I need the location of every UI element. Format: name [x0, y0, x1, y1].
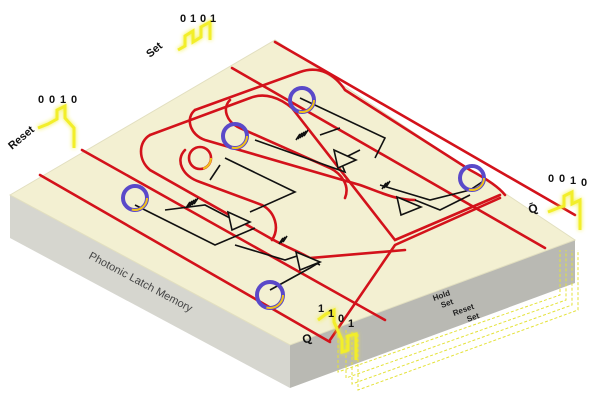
q-bits: 1 1 0 1 [318, 303, 354, 330]
q-bar-bit-2: 0 [559, 173, 565, 185]
q-bit-4: 1 [348, 318, 354, 330]
waveguide-loop-upper-2 [224, 98, 348, 200]
q-bar-label: Q̄ [526, 200, 540, 216]
q-waveform [317, 307, 358, 360]
timeline-leaders [337, 250, 579, 391]
amplifier-2 [294, 250, 323, 272]
set-bits: 0 1 0 1 [180, 13, 216, 25]
reset-bit-3: 1 [60, 94, 66, 106]
amplifier-1 [226, 210, 252, 232]
detector-3 [295, 129, 309, 141]
ring-resonator-6 [458, 164, 486, 192]
set-waveform [177, 19, 212, 52]
waveguide-diag-3 [328, 196, 502, 342]
wire-right [379, 179, 486, 201]
timeline-label-2: Set [440, 297, 455, 310]
ring-resonator-1 [121, 184, 149, 212]
waveguide-bus-3 [230, 66, 547, 250]
wire-q-bar [414, 194, 471, 211]
waveguide-bus-2 [80, 148, 387, 322]
waveguide-diag-1 [193, 68, 507, 197]
ring-resonators [121, 86, 486, 310]
amplifiers [226, 148, 424, 272]
reset-waveform [37, 103, 76, 148]
detector-4 [381, 180, 391, 190]
waveguide-loop-lower-2 [179, 148, 278, 242]
reset-label: Reset [6, 124, 37, 153]
ring-resonator-4 [288, 86, 316, 114]
ring-resonator-5 [255, 280, 285, 310]
wire-upper-left [209, 157, 297, 213]
q-bar-bits: 0 0 1 0 [548, 173, 587, 189]
q-bit-2: 1 [328, 308, 334, 320]
photodetectors [185, 129, 391, 245]
waveguide-bus-1 [38, 173, 332, 344]
set-bit-3: 0 [200, 13, 206, 25]
q-label: Q [300, 330, 314, 346]
reset-bit-2: 0 [49, 94, 55, 106]
detector-2 [278, 235, 288, 245]
q-bit-3: 0 [338, 313, 344, 325]
set-bit-2: 1 [190, 13, 196, 25]
ring-resonator-2 [187, 145, 213, 171]
ring-resonator-3 [221, 122, 249, 150]
amplifier-3 [332, 148, 358, 170]
reset-bit-4: 0 [71, 94, 77, 106]
detector-1 [185, 197, 199, 209]
set-bit-1: 0 [180, 13, 186, 25]
chip-side-face [290, 240, 575, 388]
reset-bits: 0 0 1 0 [38, 94, 77, 106]
q-bar-bit-3: 1 [570, 175, 576, 187]
set-label: Set [144, 40, 165, 60]
signal-waveforms [37, 19, 582, 360]
amplifier-4 [395, 195, 424, 217]
set-bit-4: 1 [210, 13, 216, 25]
waveguides [38, 40, 577, 344]
reset-bit-1: 0 [38, 94, 44, 106]
wire-lower-left [134, 204, 256, 246]
q-bar-bit-1: 0 [548, 173, 554, 185]
q-bit-1: 1 [318, 303, 324, 315]
timeline-label-4: Set [466, 311, 481, 324]
wire-upper-right [299, 97, 387, 159]
chip-front-face [10, 195, 290, 388]
q-bar-bit-4: 0 [581, 177, 587, 189]
q-bar-waveform [547, 189, 582, 230]
